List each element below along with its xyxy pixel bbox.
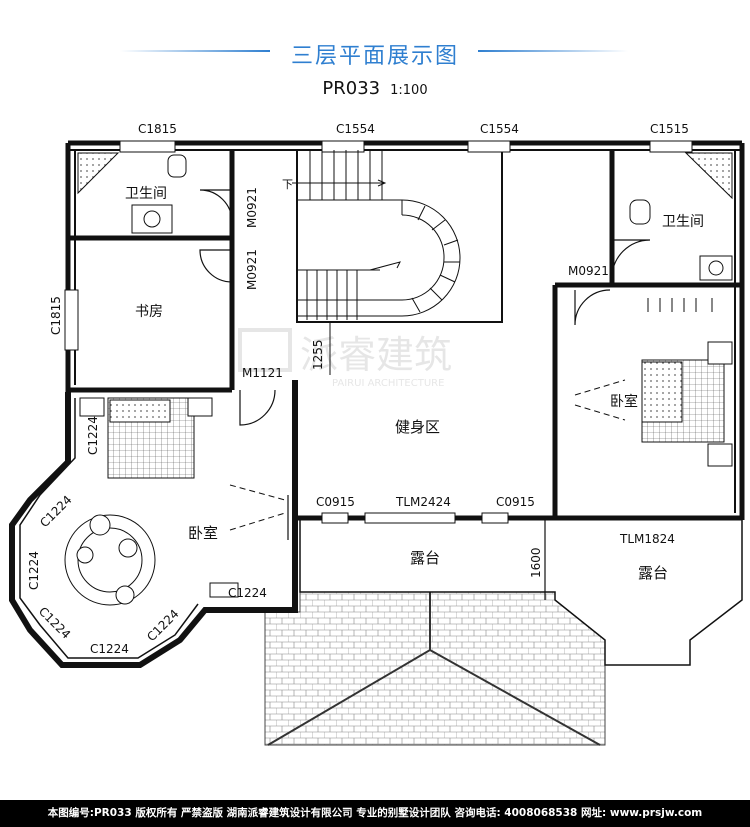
dimension-labels: 1255 1600	[311, 339, 543, 578]
floor-plan: 派睿建筑 PAIRUI ARCHITECTURE	[9, 122, 745, 746]
label-c1224-2: C1224	[37, 493, 74, 530]
title-rule-left	[120, 50, 270, 52]
label-c1515: C1515	[650, 122, 689, 136]
title-block: 三层平面展示图	[0, 30, 750, 70]
lounge-set	[64, 514, 239, 606]
room-bedroom-right: 卧室	[610, 393, 638, 410]
label-c1554-b: C1554	[480, 122, 519, 136]
watermark-sub: PAIRUI ARCHITECTURE	[332, 378, 444, 389]
room-fitness: 健身区	[395, 418, 440, 436]
room-labels: 卫生间 书房 下 健身区 卫生间 卧室 卧室 露台 露台	[125, 178, 704, 582]
bathroom-fixtures	[77, 152, 733, 281]
label-m0921-c: M0921	[568, 264, 609, 278]
label-c1815-top: C1815	[138, 122, 177, 136]
light-lines	[229, 379, 626, 531]
openings-bottom	[321, 512, 509, 524]
label-c1224-1: C1224	[86, 416, 100, 455]
label-c1224-6: C1224	[144, 607, 181, 644]
label-c0915-b: C0915	[496, 495, 535, 509]
title-rule-right	[478, 50, 628, 52]
page-title: 三层平面展示图	[290, 44, 459, 69]
dimension-lines	[329, 322, 546, 590]
watermark-main: 派睿建筑	[300, 333, 452, 377]
label-m0921-a: M0921	[245, 187, 259, 228]
label-tlm1824: TLM1824	[619, 532, 675, 546]
footer-bar: 本图编号:PR033 版权所有 严禁盗版 湖南派睿建筑设计有限公司 专业的别墅设…	[0, 800, 750, 827]
room-terrace-right: 露台	[638, 564, 668, 582]
label-m0921-b: M0921	[245, 249, 259, 290]
plan-code-line: PR033 1:100	[0, 78, 750, 99]
label-m1121: M1121	[242, 366, 283, 380]
dim-1255: 1255	[311, 339, 325, 370]
label-c1224-4: C1224	[36, 604, 73, 641]
label-tlm2424: TLM2424	[395, 495, 451, 509]
doors	[199, 189, 651, 540]
room-terrace-left: 露台	[410, 549, 440, 567]
staircase	[292, 150, 461, 320]
label-c1224-7: C1224	[228, 586, 267, 600]
label-c0915-a: C0915	[316, 495, 355, 509]
label-c1815-left: C1815	[49, 296, 63, 335]
room-bath-left: 卫生间	[125, 186, 167, 202]
beds	[79, 298, 733, 479]
watermark: 派睿建筑 PAIRUI ARCHITECTURE	[238, 328, 452, 389]
room-bath-right: 卫生间	[662, 214, 704, 230]
windows-top	[64, 140, 693, 351]
label-c1554-a: C1554	[336, 122, 375, 136]
plan-code: PR033	[322, 78, 381, 99]
dim-1600: 1600	[529, 547, 543, 578]
plan-scale: 1:100	[390, 83, 428, 98]
roof	[264, 591, 606, 746]
room-bedroom-left: 卧室	[188, 524, 218, 542]
label-c1224-5: C1224	[90, 642, 129, 656]
label-c1224-3: C1224	[27, 551, 41, 590]
stair-down-label: 下	[282, 178, 293, 191]
room-study: 书房	[135, 304, 163, 320]
